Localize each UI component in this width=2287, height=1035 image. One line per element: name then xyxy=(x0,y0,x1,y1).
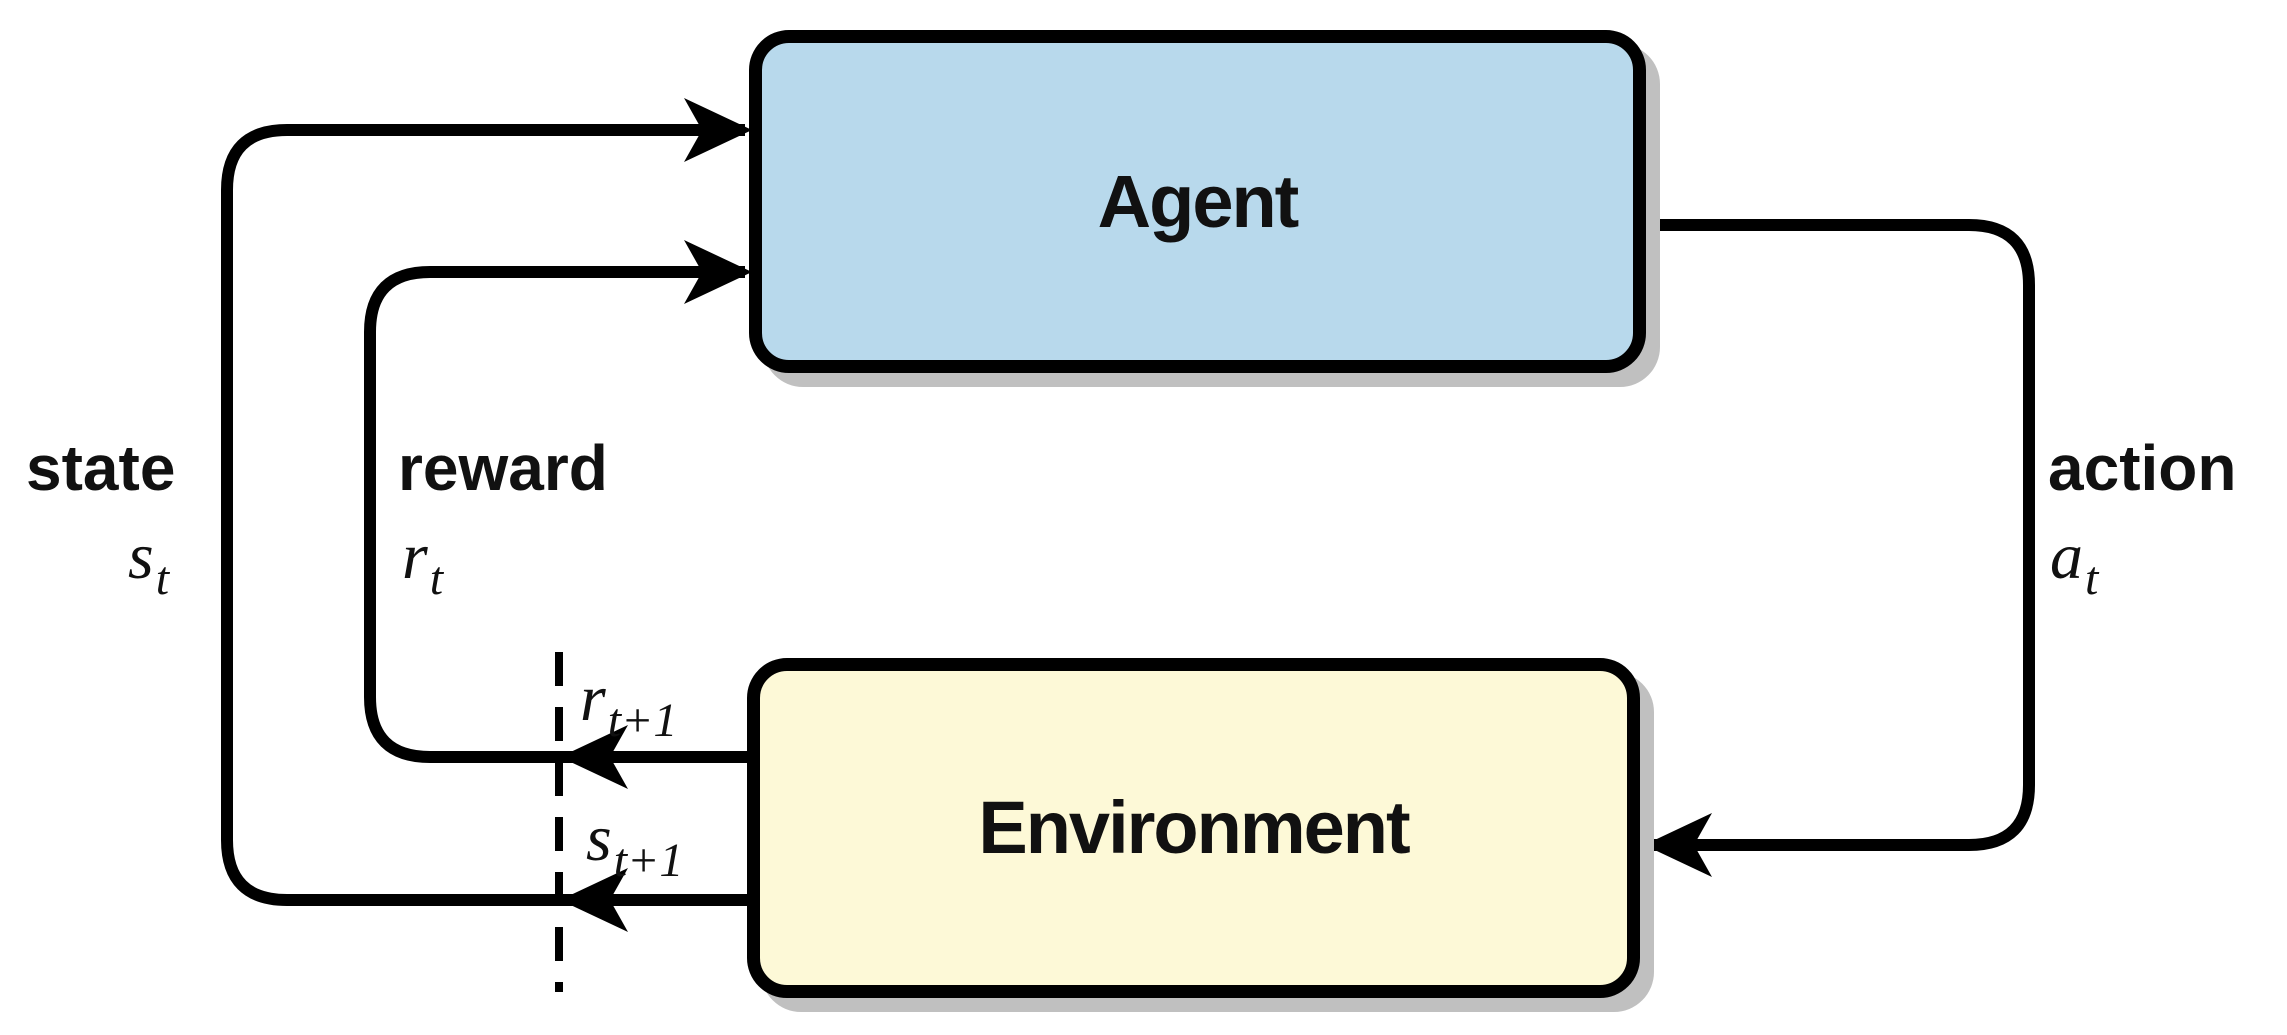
reward-symbol-main: r xyxy=(402,520,428,593)
next-state-arrowhead-at-boundary xyxy=(560,868,628,932)
state-arrowhead-into-agent xyxy=(684,98,752,162)
reward-arrowhead-into-agent xyxy=(684,240,752,304)
reward-label: reward xyxy=(398,432,608,504)
next-state-symbol-subscript: t+1 xyxy=(613,834,684,887)
next-state-symbol: st+1 xyxy=(586,806,683,885)
action-symbol-subscript: t xyxy=(2085,552,2099,605)
state-symbol-main: s xyxy=(128,520,154,593)
state-label: state xyxy=(26,432,176,504)
next-reward-symbol: rt+1 xyxy=(580,666,677,745)
state-symbol: st xyxy=(128,524,169,603)
environment-box: Environment xyxy=(747,658,1640,998)
action-label: action xyxy=(2048,432,2237,504)
state-symbol-subscript: t xyxy=(155,552,170,605)
agent-box: Agent xyxy=(749,30,1646,373)
next-reward-arrowhead-at-boundary xyxy=(560,725,628,789)
reward-arrow-path xyxy=(364,266,747,763)
next-reward-symbol-subscript: t+1 xyxy=(607,694,678,747)
action-arrow-path xyxy=(1640,219,2035,851)
action-symbol: at xyxy=(2050,524,2098,603)
next-reward-symbol-main: r xyxy=(580,662,606,735)
state-arrow-path xyxy=(221,124,747,906)
next-state-symbol-main: s xyxy=(586,802,612,875)
agent-label: Agent xyxy=(1097,159,1300,243)
reward-symbol-subscript: t xyxy=(429,552,444,605)
reward-symbol: rt xyxy=(402,524,443,603)
action-symbol-main: a xyxy=(2050,520,2083,593)
environment-label: Environment xyxy=(978,786,1410,869)
action-arrowhead-into-environment xyxy=(1644,813,1712,877)
